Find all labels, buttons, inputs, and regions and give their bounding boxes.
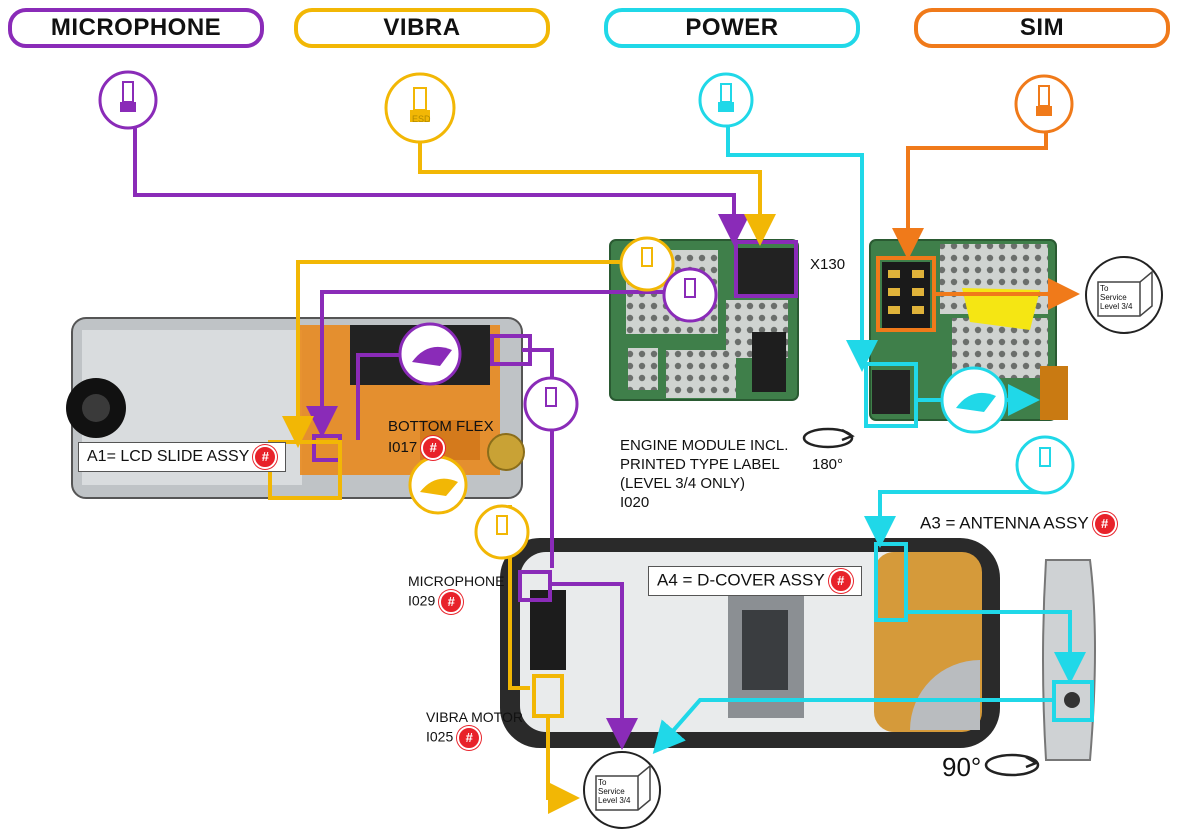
esd-wrist-strap-icon: [384, 72, 456, 144]
hand-tool-icon: [940, 366, 1008, 434]
service-level: Level 3/4: [598, 796, 631, 805]
vibra-motor-label: VIBRA MOTOR I025#: [426, 708, 523, 750]
rotate-90-label: 90°: [942, 752, 982, 782]
hand-tool-icon: [398, 322, 462, 386]
header-vibra: VIBRA: [294, 8, 550, 48]
hash-badge-icon: #: [828, 569, 853, 593]
power-highlights: [864, 362, 1094, 722]
microphone-code: I029#: [408, 590, 504, 614]
service-to: To: [598, 778, 607, 787]
esd-tag: ESD: [412, 114, 431, 124]
antenna-label: A3 = ANTENNA ASSY#: [920, 512, 1117, 536]
esd-wrist-strap-icon: [619, 236, 675, 292]
bottom-flex-code: I017#: [388, 436, 494, 460]
engine-module-label: ENGINE MODULE INCL. PRINTED TYPE LABEL (…: [620, 436, 788, 512]
hash-badge-icon: #: [253, 445, 278, 469]
esd-wrist-strap-icon: [1014, 74, 1074, 134]
connector-x130-label: X130: [810, 256, 846, 273]
service-box-caption-right: To Service Level 3/4: [1100, 284, 1132, 311]
esd-wrist-strap-icon: [698, 72, 754, 128]
hash-badge-icon: #: [457, 726, 482, 750]
service-box-icon: [1085, 256, 1163, 334]
header-sim: SIM: [914, 8, 1170, 48]
microphone-name: MICROPHONE: [408, 573, 505, 589]
engine-label-line3: (LEVEL 3/4 ONLY): [620, 475, 746, 492]
rotate-arrow-icon: [802, 427, 855, 449]
rotate-180-label: 180°: [812, 456, 844, 473]
service-word: Service: [598, 787, 625, 796]
bottom-flex-name: BOTTOM FLEX: [388, 418, 494, 435]
service-word: Service: [1100, 293, 1127, 302]
vibra-route: [282, 138, 776, 814]
hand-tool-icon: [408, 455, 468, 515]
esd-wrist-strap-icon: [474, 504, 530, 560]
d-cover-assembly: [500, 538, 1000, 748]
header-microphone: MICROPHONE: [8, 8, 264, 48]
esd-wrist-strap-icon: [1015, 435, 1075, 495]
service-level: Level 3/4: [1100, 302, 1133, 311]
engine-label-line4: I020: [620, 494, 650, 511]
bottom-flex-label: BOTTOM FLEX I017#: [388, 418, 494, 460]
vibra-motor-code: I025#: [426, 726, 523, 750]
service-to: To: [1100, 284, 1109, 293]
sim-highlight: [876, 256, 936, 332]
hash-badge-icon: #: [1092, 512, 1117, 536]
service-box-caption-bottom: To Service Level 3/4: [598, 778, 630, 805]
microphone-label: MICROPHONE I029#: [408, 572, 504, 614]
engine-label-line1: ENGINE MODULE INCL.: [620, 437, 789, 454]
lcd-slide-label: A1= LCD SLIDE ASSY#: [78, 442, 287, 472]
sim-route: [892, 124, 1080, 310]
hash-badge-icon: #: [439, 590, 464, 614]
esd-wrist-strap-icon: [523, 376, 579, 432]
hash-badge-icon: #: [421, 436, 446, 460]
dcover-label: A4 = D-COVER ASSY#: [648, 566, 862, 596]
vibra-motor-name: VIBRA MOTOR: [426, 709, 523, 725]
header-power: POWER: [604, 8, 860, 48]
service-box-icon: [583, 751, 661, 829]
rotate-arrow-icon: [984, 753, 1040, 777]
esd-wrist-strap-icon: [98, 70, 158, 130]
esd-wrist-strap-icon: [662, 267, 718, 323]
engine-label-line2: PRINTED TYPE LABEL: [620, 456, 780, 473]
